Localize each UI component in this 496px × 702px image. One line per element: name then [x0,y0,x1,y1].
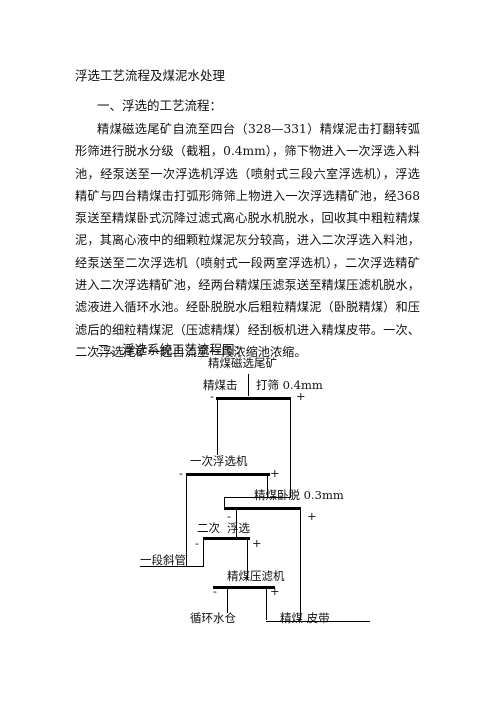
node-water-tank: 循环水仓 [190,611,236,625]
flotation2-bar [203,537,250,540]
node-centrifuge: 精煤卧脱 0.3mm [254,488,344,502]
node-screen-left: 精煤击 [203,378,238,392]
filter-press-bar [213,586,275,589]
flotation1-bar [186,473,270,476]
node-source: 精煤磁选尾矿 [208,356,277,370]
node-filter-press: 精煤压滤机 [227,569,285,583]
flotation1-plus: + [270,466,280,480]
centrifuge-minus: - [227,509,231,523]
flotation1-minus: - [179,466,183,480]
line-product-belt [266,621,370,622]
line-thickener [140,566,204,567]
section1-heading: 一、浮选的工艺流程： [97,98,223,113]
arrow-to-screen [248,374,249,396]
line-flotation2-plus [247,540,248,580]
document-title: 浮选工艺流程及煤泥水处理 [75,68,226,83]
node-thickener: 一段斜管 [140,553,186,567]
centrifuge-plus: + [307,509,317,523]
line-merge-concentrate [224,497,291,498]
node-screen-right: 打筛 0.4mm [256,378,323,392]
screen-plus: + [296,389,306,403]
filter-press-minus: - [213,584,217,598]
centrifuge-bar [224,507,301,510]
line-screen-down [217,400,218,455]
section1-body: 精煤磁选尾矿自流至四台（328—331）精煤泥击打翻转弧形筛进行脱水分级（截粗，… [75,122,420,359]
line-flotation1-plus [267,476,268,498]
section2-heading: 二、浮选系统工艺流程图： [97,342,248,357]
line-to-centrifuge [224,497,225,507]
flotation2-plus: + [252,536,262,550]
line-filter-plus [266,589,267,620]
flotation2-minus: - [195,536,199,550]
line-flotation2-minus [203,540,204,566]
line-centrifuge-minus [236,510,237,537]
node-flotation2-a: 二次 [197,521,220,535]
screen-minus: - [210,389,214,403]
line-to-water-tank [227,589,228,613]
node-product: 精煤 皮带 [280,611,330,625]
line-centrifuge-plus [300,510,301,620]
line-flotation1-minus [186,476,187,566]
line-screen-plus-down [290,400,291,498]
filter-press-plus: + [270,584,280,598]
node-flotation1: 一次浮选机 [190,454,248,468]
screen-bar [216,397,291,400]
node-flotation2-b: 浮选 [227,521,250,535]
